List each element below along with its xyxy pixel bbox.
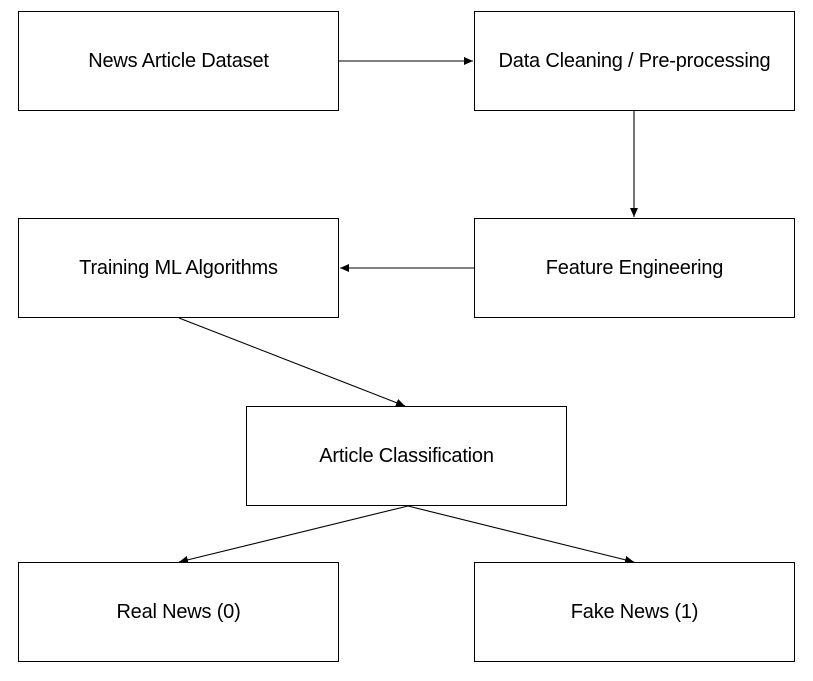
node-fake-news: Fake News (1) [474,562,795,662]
node-label: Real News (0) [116,600,241,623]
node-label: Training ML Algorithms [79,256,278,279]
node-label: Feature Engineering [545,256,724,279]
node-news-article-dataset: News Article Dataset [18,11,339,111]
node-label: Data Cleaning / Pre-processing [498,49,771,72]
node-label: Fake News (1) [570,600,699,623]
node-article-classification: Article Classification [246,406,567,506]
node-real-news: Real News (0) [18,562,339,662]
node-feature-engineering: Feature Engineering [474,218,795,318]
edge-training-to-classification [178,317,406,407]
node-training-ml-algorithms: Training ML Algorithms [18,218,339,318]
edge-classification-to-fake [407,505,635,564]
edge-classification-to-real [178,505,409,564]
node-label: Article Classification [319,444,494,467]
node-label: News Article Dataset [88,49,269,72]
node-data-cleaning: Data Cleaning / Pre-processing [474,11,795,111]
